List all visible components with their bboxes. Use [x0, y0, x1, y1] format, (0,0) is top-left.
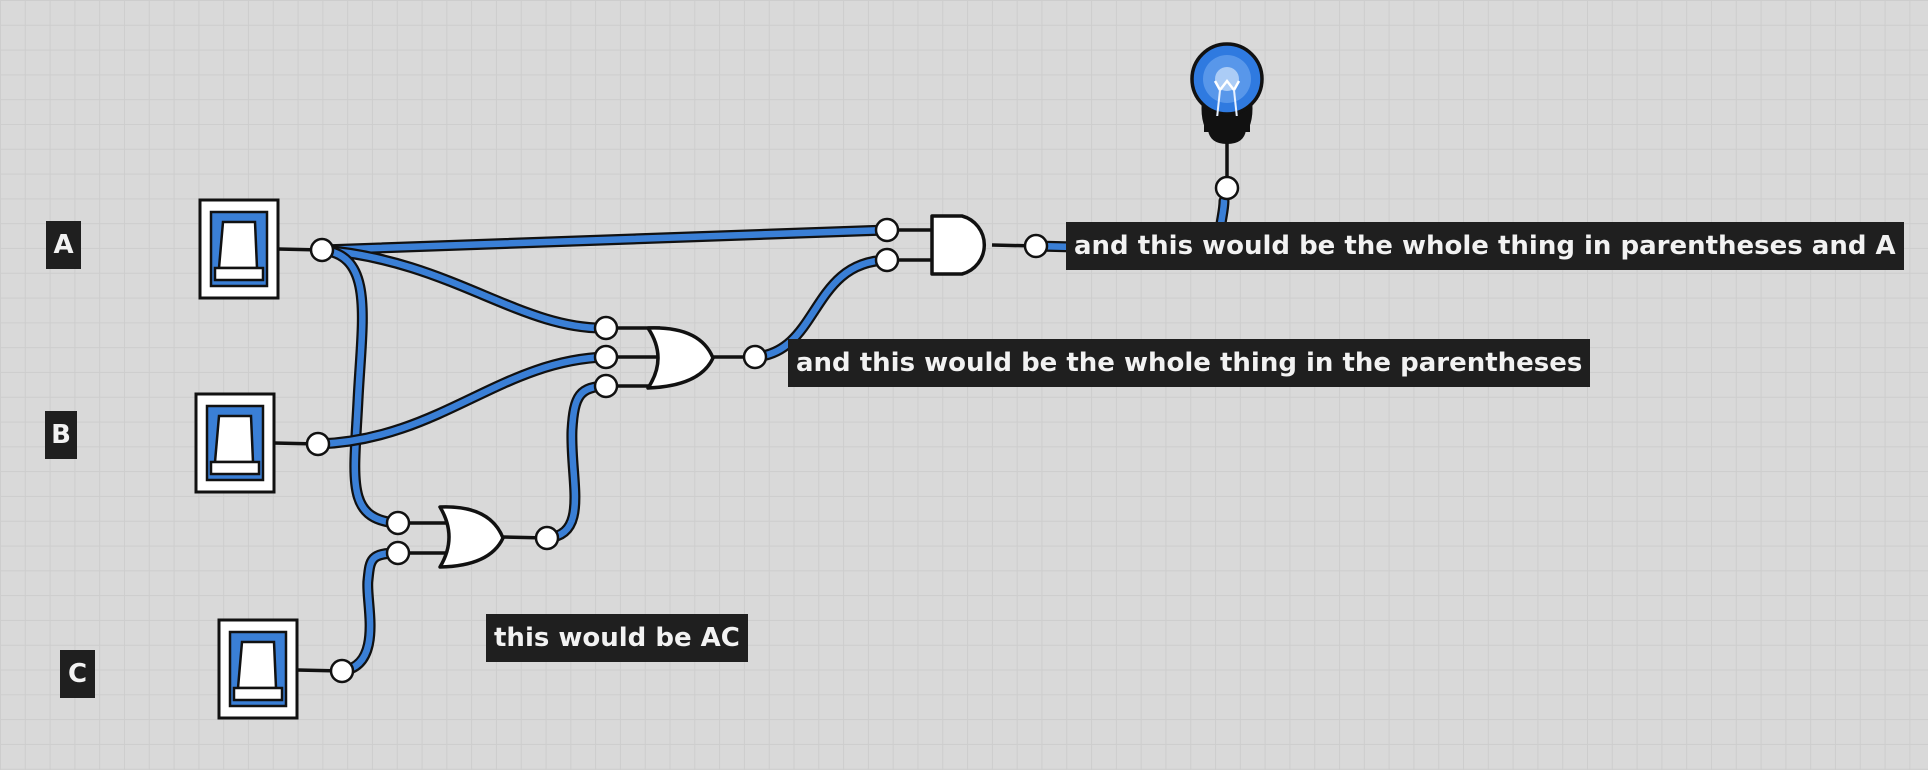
- port-or2-in-2[interactable]: [593, 344, 619, 370]
- wire-or1-to-or2[interactable]: [541, 380, 612, 544]
- or-gate-2[interactable]: [606, 326, 755, 390]
- switch-b[interactable]: [194, 392, 276, 494]
- wire-a-to-or1[interactable]: [316, 244, 404, 529]
- port-and-out[interactable]: [1023, 233, 1049, 259]
- wires: [312, 195, 1230, 677]
- port-and-in-2[interactable]: [874, 247, 900, 273]
- port-and-in-1[interactable]: [874, 217, 900, 243]
- port-switch-c-out[interactable]: [329, 658, 355, 684]
- annotation-ac: this would be AC: [486, 614, 748, 662]
- annotation-parentheses: and this would be the whole thing in the…: [788, 339, 1591, 387]
- input-label-a: A: [46, 221, 81, 269]
- or-gate-1[interactable]: [398, 505, 548, 569]
- wire-a-to-or2[interactable]: [316, 244, 612, 334]
- light-bulb-icon: [1190, 42, 1264, 188]
- port-or2-in-1[interactable]: [593, 315, 619, 341]
- wire-or2-to-and[interactable]: [749, 254, 893, 363]
- port-or2-out[interactable]: [742, 344, 768, 370]
- port-bulb-in[interactable]: [1214, 175, 1240, 201]
- and-gate[interactable]: [887, 214, 1037, 276]
- port-or1-in-1[interactable]: [385, 510, 411, 536]
- input-label-c: C: [60, 650, 95, 698]
- annotation-whole: and this would be the whole thing in par…: [1066, 222, 1904, 270]
- switch-a[interactable]: [198, 198, 280, 300]
- port-or2-in-3[interactable]: [593, 373, 619, 399]
- input-label-b: B: [45, 411, 77, 459]
- ports: [305, 175, 1240, 684]
- port-switch-a-out[interactable]: [309, 237, 335, 263]
- wire-b-to-or2[interactable]: [312, 351, 612, 450]
- port-or1-out[interactable]: [534, 525, 560, 551]
- switch-c[interactable]: [217, 618, 299, 720]
- wire-a-to-and[interactable]: [316, 224, 893, 256]
- port-or1-in-2[interactable]: [385, 540, 411, 566]
- wire-c-to-or1[interactable]: [336, 547, 404, 677]
- port-switch-b-out[interactable]: [305, 431, 331, 457]
